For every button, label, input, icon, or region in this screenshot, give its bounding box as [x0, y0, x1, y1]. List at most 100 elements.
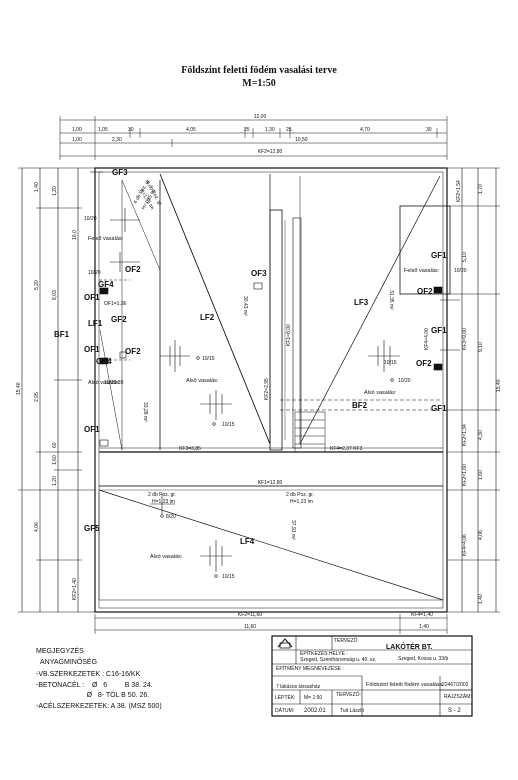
tb-plan-no: 22467/2002: [442, 682, 469, 688]
dim-bottom: 1,40: [419, 624, 429, 630]
tb-tervezo-label: TERVEZŐ:: [336, 691, 361, 698]
tb-scale-label: LÉPTÉK:: [275, 694, 296, 701]
label-of2: OF2: [416, 359, 432, 368]
label-of2: OF2: [125, 347, 141, 356]
notes-line: -BETONACÉL : Ø 6 B 38. 24.: [36, 680, 153, 689]
rebar-spacing: 10/20: [398, 378, 411, 384]
dim-left: 5,20: [34, 280, 40, 290]
load-note: 2 db Poz. gr.: [286, 492, 314, 498]
label-lf4: LF4: [240, 537, 255, 546]
tb-sheet: S - 2: [448, 708, 461, 714]
dim-right: 4,06: [478, 530, 484, 540]
rebar-note: Alsó vasalás:: [150, 554, 183, 560]
dim-kf: KF2=12,80: [258, 149, 283, 155]
dim-left: 1,20: [52, 186, 58, 196]
tb-building-label: ÉPÍTMÉNY MEGNEVEZÉSE :: [276, 665, 344, 672]
dim-bottom: KF4=1,40: [411, 612, 433, 618]
dim-right: 4,30: [478, 430, 484, 440]
rebar-spacing: 10/20: [454, 268, 467, 274]
rebar-spacing: 10/15: [222, 574, 235, 580]
notes-heading: MEGJEGYZÉS: [36, 646, 84, 655]
label-lf3: LF3: [354, 298, 369, 307]
dim-left: 60: [52, 442, 58, 448]
slab-outline-inner: [98, 171, 444, 609]
notes-line: -ACÉLSZERKEZETEK: A 38. (MSZ 500): [36, 701, 162, 710]
tb-scale: M= 1:50: [304, 695, 322, 701]
rebar-phi: Φ: [212, 422, 216, 428]
dim-seg: 4,05: [186, 127, 196, 133]
load-note: 2 db Poz. gr.: [148, 492, 176, 498]
label-gf4b: GF4: [96, 357, 112, 366]
dim-seg: 1,30: [265, 127, 275, 133]
dim-inner: KF3=3,85: [179, 446, 201, 452]
tb-author: Tuit László: [340, 708, 364, 714]
dim-seg: 4,70: [360, 127, 370, 133]
dim-row2: 1,00: [72, 137, 82, 143]
tb-building: 7 lakásos társasház: [276, 684, 321, 690]
dim-overall: 12,00: [254, 114, 267, 120]
dim-row2: 10,50: [295, 137, 308, 143]
notes-subheading: ANYAGMINŐSÉG: [40, 657, 97, 666]
dim-bottom: KF2=11,60: [238, 612, 262, 618]
dim-seg: 30: [128, 127, 134, 133]
label-gf1: GF1: [431, 404, 447, 413]
dim-left: KF2=1,40: [72, 578, 78, 600]
area-note: 33,28 m²: [142, 402, 148, 422]
rebar-spacing: 10/15: [202, 356, 215, 362]
dim-seg: 25: [244, 127, 250, 133]
tb-sheet-label: RAJZSZÁM:: [444, 693, 472, 700]
dim-right: KF2=1,60: [462, 464, 468, 486]
rebar-spacing: 10/15: [384, 360, 397, 366]
rebar-note: Felső vasalás:: [404, 268, 440, 274]
label-gf3: GF3: [112, 168, 128, 177]
label-gf1: GF1: [431, 251, 447, 260]
rebar-note: Felső vasalás:: [88, 236, 124, 242]
dim-seg: 1,05: [98, 127, 108, 133]
tb-drawing-title: Földszint feletti födém vasalása: [366, 682, 444, 688]
dim-inner: KF4=2,37 KF3: [330, 446, 363, 452]
label-bf1: BF1: [54, 330, 70, 339]
notes-line: -VB.SZERKEZETEK : C16-16/KK: [36, 671, 141, 678]
tb-site: Szeged, Szentháromság u. 40. sz.: [300, 657, 376, 663]
label-gf4: GF4: [98, 280, 114, 289]
dim-right: 5,10: [462, 252, 468, 262]
dim-right: KF4=4,06: [462, 534, 468, 556]
dim-inner: KF2=2,95: [264, 378, 270, 400]
dim-left: 1,20: [52, 476, 58, 486]
rebar-phi: Φ: [214, 574, 218, 580]
load-note: H=1,23 lm: [152, 499, 175, 505]
dim-left: 1,40: [34, 182, 40, 192]
dim-right: KF2=1,34: [462, 424, 468, 446]
area-note: 31,35 m²: [388, 290, 394, 310]
rebar-phi: Φ: [390, 378, 394, 384]
dim-inner: KF1=12,80: [258, 480, 283, 486]
drawing-title: Földszint feletti födém vasalási terve: [181, 65, 337, 76]
dim-left: 4,06: [34, 522, 40, 532]
rebar-spacing: 10/20:20: [104, 380, 124, 386]
rebar-note: Alsó vasalás:: [364, 390, 397, 396]
dim-left: 1,60: [52, 455, 58, 465]
dim-seg: 30: [426, 127, 432, 133]
dim-seg: 1,00: [72, 127, 82, 133]
label-of1: OF1: [84, 425, 100, 434]
label-of1: OF1: [84, 345, 100, 354]
dim-right: 1,70: [478, 184, 484, 194]
dim-bottom: 11,60: [244, 624, 256, 630]
label-lf1: LF1: [88, 319, 103, 328]
rebar-spacing: 10/20: [84, 216, 97, 222]
label-of3: OF3: [251, 269, 267, 278]
tb-designer-label: TERVEZŐ: [334, 637, 358, 644]
dim-inner: KF1=8,00: [286, 324, 292, 346]
drawing-scale: M=1:50: [242, 78, 275, 89]
dim-seg: 25: [286, 127, 292, 133]
rebar-note: Alsó vasalás:: [186, 378, 219, 384]
rebar-spacing: 10/15: [222, 422, 235, 428]
area-note: 37,91 m²: [290, 520, 296, 540]
dim-left: 8,03: [52, 290, 58, 300]
label-gf5: GF5: [84, 524, 100, 533]
dim-right: 1,40: [478, 594, 484, 604]
dim-row2: 2,30: [112, 137, 122, 143]
tb-company: LAKÓTÉR BT.: [386, 642, 432, 651]
rebar-phi: Φ: [160, 514, 164, 520]
